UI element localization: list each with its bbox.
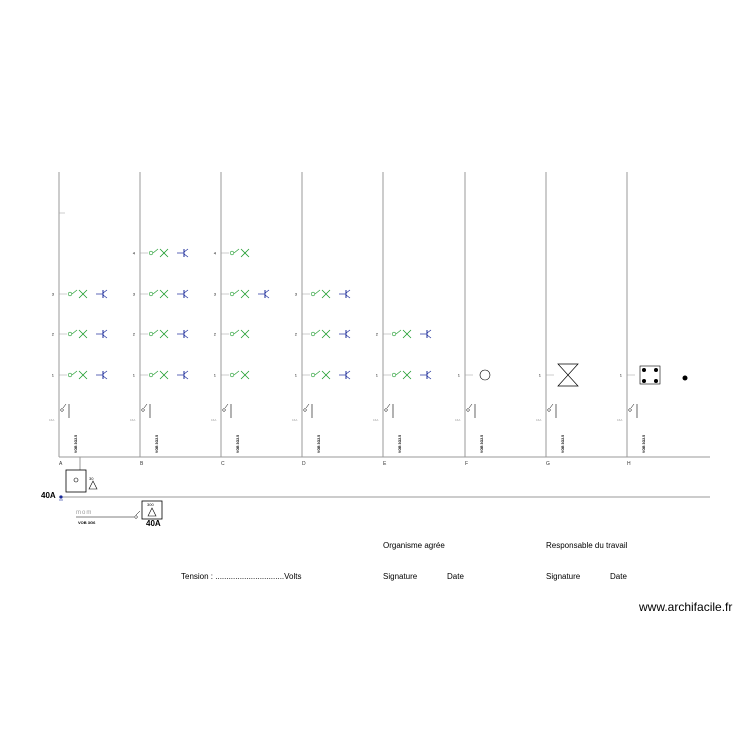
row-number: 4	[214, 251, 217, 256]
circuit-letter: D	[302, 461, 306, 467]
breaker-icon	[60, 408, 64, 412]
diff-rating-2-label: 300	[147, 502, 154, 507]
breaker-rating: 16A	[617, 418, 622, 422]
breaker-icon	[547, 408, 551, 412]
breaker-label: VOB 3G2.5	[74, 435, 78, 453]
circuit-column: 1 16A VOB 3G2.5G	[536, 172, 579, 467]
breaker-label: VOB 3G2.5	[561, 435, 565, 453]
circuit-column: 1 16A VOB 3G2.5H	[617, 172, 688, 467]
circuit-columns: 1 2 3 16A VOB 3G2.5A 1 2 3 4 16A VOB 3G2.5B 1 2 3 4 16A…	[49, 172, 688, 467]
row-number: 1	[133, 373, 136, 378]
row-number: 3	[133, 292, 136, 297]
row-number: 1	[52, 373, 55, 378]
breaker-label: VOB 3G2.5	[642, 435, 646, 453]
circuit-letter: A	[59, 461, 63, 467]
date-label-1: Date	[447, 572, 464, 581]
main-breaker-label: VOB 3G6	[78, 520, 96, 525]
breaker-icon	[222, 408, 226, 412]
switch-icon	[67, 331, 73, 337]
diff-rating-label: 30	[89, 476, 94, 481]
watermark: www.archifacile.fr	[639, 600, 733, 614]
svg-text:mom: mom	[76, 510, 92, 516]
earth-symbol	[59, 495, 63, 501]
row-number: 2	[214, 332, 217, 337]
row-number: 3	[52, 292, 55, 297]
circuit-letter: G	[546, 461, 550, 467]
switch-icon	[229, 372, 235, 378]
circuit-letter: F	[465, 461, 468, 467]
switch-icon	[310, 372, 316, 378]
responsable-label: Responsable du travail	[546, 541, 628, 550]
switch-icon	[148, 250, 154, 256]
breaker-rating: 16A	[130, 418, 135, 422]
circuit-column: 1 16A VOB 3G2.5F	[455, 172, 491, 467]
breaker-label: VOB 3G2.5	[480, 435, 484, 453]
switch-icon	[310, 331, 316, 337]
breaker-rating: 16A	[49, 418, 54, 422]
switch-icon	[391, 331, 397, 337]
row-number: 3	[214, 292, 217, 297]
breaker-rating: 16A	[536, 418, 541, 422]
differential-breaker-1: 30	[65, 457, 98, 493]
circuit-column: 1 2 3 4 16A VOB 3G2.5C	[211, 172, 270, 467]
circuit-column: 1 2 3 16A VOB 3G2.5A	[49, 172, 108, 467]
row-number: 2	[52, 332, 55, 337]
switch-icon	[148, 372, 154, 378]
breaker-icon	[628, 408, 632, 412]
circuit-letter: B	[140, 461, 144, 467]
circuit-letter: C	[221, 461, 225, 467]
switch-icon	[67, 291, 73, 297]
switch-icon	[391, 372, 397, 378]
breaker-rating: 16A	[455, 418, 460, 422]
appliance-icon	[479, 369, 491, 381]
main-breaker: mom VOB 3G6 300	[76, 500, 163, 525]
row-number: 2	[295, 332, 298, 337]
row-number: 2	[133, 332, 136, 337]
switch-icon	[229, 250, 235, 256]
dot-icon	[682, 375, 688, 381]
circuit-letter: E	[383, 461, 387, 467]
breaker-label: VOB 3G2.5	[317, 435, 321, 453]
breaker-icon	[466, 408, 470, 412]
row-number: 1	[620, 373, 623, 378]
row-number: 1	[458, 373, 461, 378]
main-rating-right: 40A	[146, 519, 161, 528]
breaker-icon	[303, 408, 307, 412]
row-number: 1	[295, 373, 298, 378]
row-number: 2	[376, 332, 379, 337]
switch-icon	[148, 331, 154, 337]
row-number: 4	[133, 251, 136, 256]
switch-icon	[310, 291, 316, 297]
breaker-rating: 16A	[292, 418, 297, 422]
date-label-2: Date	[610, 572, 627, 581]
breaker-icon	[141, 408, 145, 412]
row-number: 3	[295, 292, 298, 297]
breaker-rating: 16A	[211, 418, 216, 422]
circuit-column: 1 2 16A VOB 3G2.5E	[373, 172, 432, 467]
row-number: 1	[376, 373, 379, 378]
switch-icon	[67, 372, 73, 378]
switch-icon	[229, 291, 235, 297]
organisme-label: Organisme agrée	[383, 541, 445, 550]
breaker-rating: 16A	[373, 418, 378, 422]
breaker-label: VOB 3G2.5	[155, 435, 159, 453]
circuit-column: 1 2 3 16A VOB 3G2.5D	[292, 172, 351, 467]
circuit-letter: H	[627, 461, 631, 467]
row-number: 1	[539, 373, 542, 378]
main-rating-left: 40A	[41, 491, 56, 500]
row-number: 1	[214, 373, 217, 378]
switch-icon	[148, 291, 154, 297]
panel-icon	[639, 365, 661, 385]
signature-label-2: Signature	[546, 572, 581, 581]
breaker-icon	[384, 408, 388, 412]
tension-label: Tension : ..............................…	[181, 572, 302, 581]
signature-label-1: Signature	[383, 572, 418, 581]
circuit-column: 1 2 3 4 16A VOB 3G2.5B	[130, 172, 189, 467]
breaker-label: VOB 3G2.5	[398, 435, 402, 453]
switch-icon	[229, 331, 235, 337]
heater-icon	[557, 363, 579, 387]
breaker-label: VOB 3G2.5	[236, 435, 240, 453]
